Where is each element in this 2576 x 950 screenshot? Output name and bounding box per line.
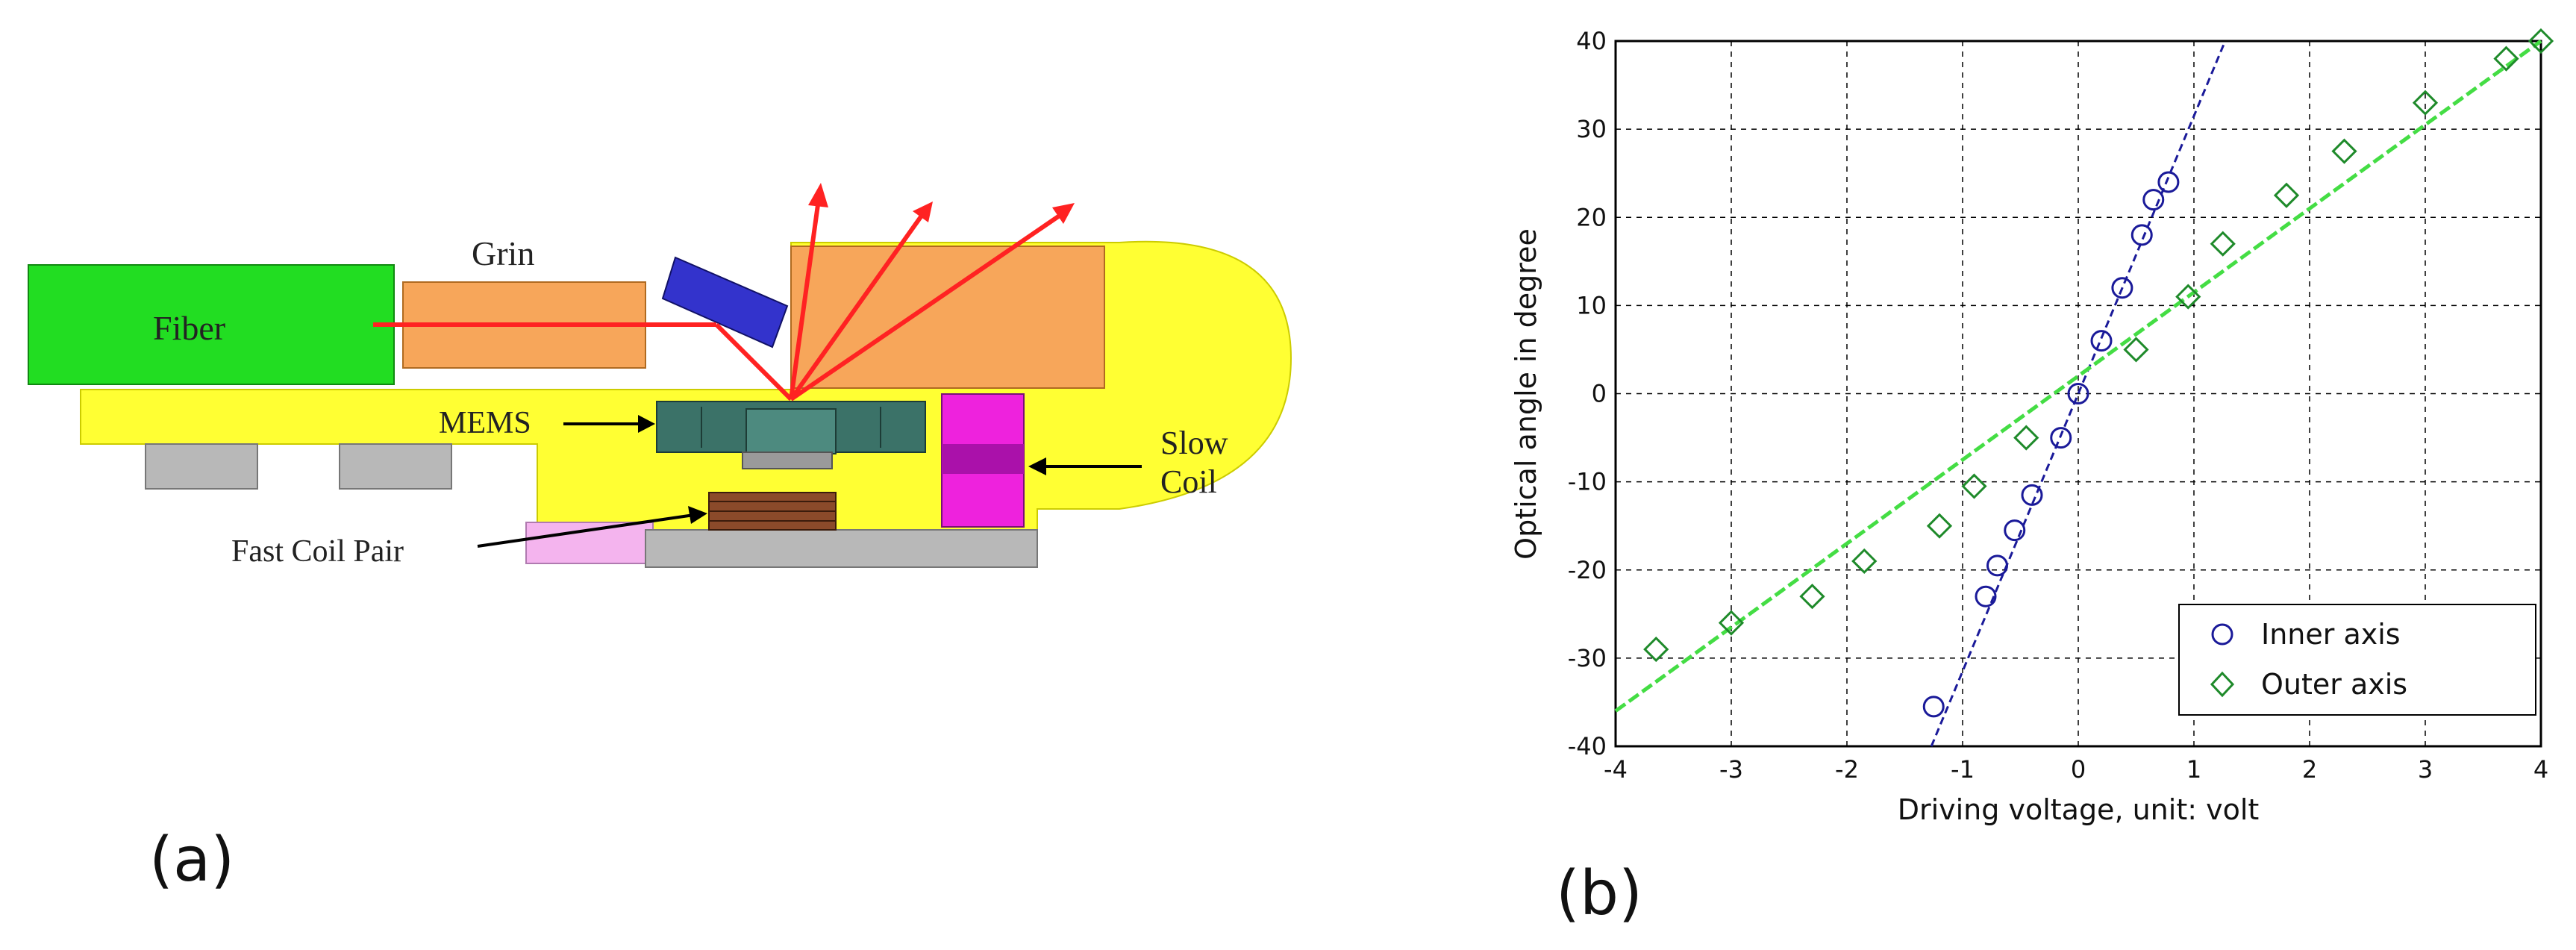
fiber-label: Fiber — [153, 309, 225, 347]
y-tick-label: 0 — [1592, 380, 1607, 408]
fast-coil-arrow — [477, 513, 695, 548]
inner-axis-point — [2157, 171, 2180, 193]
y-tick-label: -20 — [1568, 556, 1607, 584]
x-tick-label: -1 — [1951, 755, 1975, 784]
x-tick-label: -2 — [1835, 755, 1859, 784]
slow-coil-label-line1: Slow — [1160, 425, 1228, 461]
outer-axis-point — [2013, 425, 2039, 451]
inner-axis-point — [2130, 224, 2153, 246]
inner-axis-point — [2111, 277, 2133, 299]
inner-axis-point — [2142, 189, 2165, 211]
x-axis-label: Driving voltage, unit: volt — [1898, 793, 2260, 826]
y-tick-label: 20 — [1576, 203, 1607, 231]
inner-axis-point — [1975, 585, 1997, 607]
fit-lines — [1614, 39, 2542, 747]
fast-coil-label: Fast Coil Pair — [231, 534, 404, 569]
inner-axis-point — [1986, 554, 2008, 577]
data-points — [1643, 28, 2554, 718]
x-tick-label: -3 — [1719, 755, 1743, 784]
y-axis-label: Optical angle in degree — [1510, 228, 1542, 560]
caption-a: (a) — [149, 825, 234, 896]
pink-block — [525, 522, 654, 564]
slow-coil-label-line2: Coil — [1160, 463, 1217, 500]
base-plate — [645, 529, 1038, 568]
outer-axis-point — [2412, 90, 2439, 116]
inner-axis-point — [2050, 427, 2072, 449]
outer-axis-point — [2331, 138, 2357, 164]
outer-axis-point — [1851, 548, 1878, 575]
inner-axis-point — [2021, 484, 2043, 506]
chart-legend: Inner axis Outer axis — [2178, 604, 2536, 716]
y-tick-label: 10 — [1576, 291, 1607, 319]
legend-box — [2178, 604, 2536, 716]
legend-inner-label: Inner axis — [2261, 618, 2401, 651]
y-tick-label: -30 — [1568, 644, 1607, 672]
fiber-block — [28, 264, 395, 385]
outer-axis-point — [2493, 46, 2519, 72]
outer-axis-point — [2175, 284, 2201, 310]
x-tick-label: -4 — [1604, 755, 1628, 784]
outer-axis-point — [2210, 231, 2236, 257]
legend-inner-marker — [2211, 623, 2233, 646]
y-tick-label: -40 — [1568, 732, 1607, 760]
fit-line-inner — [1930, 40, 2227, 747]
outer-axis-point — [1799, 584, 1825, 610]
outer-axis-point — [1926, 513, 1953, 539]
outer-axis-point — [1718, 610, 1745, 636]
inner-axis-point — [2090, 330, 2113, 352]
inner-axis-point — [1922, 696, 1945, 718]
caption-b: (b) — [1556, 858, 1642, 929]
outer-axis-point — [1961, 473, 1987, 499]
x-tick-label: 0 — [2071, 755, 2086, 784]
legend-outer-marker — [2210, 671, 2235, 698]
outer-axis-point — [2123, 337, 2149, 363]
outer-axis-point — [2527, 28, 2554, 54]
fit-line-outer — [1614, 39, 2542, 713]
laser-beams — [373, 193, 1069, 401]
legend-outer-label: Outer axis — [2261, 668, 2407, 701]
leg-right — [339, 443, 452, 490]
x-tick-label: 4 — [2533, 755, 2548, 784]
y-tick-label: 30 — [1576, 115, 1607, 143]
fold-mirror — [661, 256, 789, 349]
chart-grid — [1616, 41, 2541, 746]
y-tick-label: 40 — [1576, 27, 1607, 55]
inner-axis-point — [2004, 519, 2026, 542]
outer-axis-point — [1643, 636, 1669, 663]
mems-label: MEMS — [439, 406, 531, 440]
grin-label: Grin — [472, 234, 534, 272]
outer-axis-point — [2273, 182, 2300, 208]
mems-stub — [742, 451, 833, 469]
inner-axis-point — [2067, 383, 2089, 404]
probe-schematic: Fiber Grin MEMS Fast Coil Pair Slow Coil — [28, 183, 1292, 569]
mems-mirror — [745, 408, 837, 454]
y-tick-label: -10 — [1568, 468, 1607, 496]
x-tick-label: 3 — [2418, 755, 2433, 784]
x-tick-label: 1 — [2186, 755, 2201, 784]
x-tick-label: 2 — [2302, 755, 2317, 784]
leg-left — [145, 443, 258, 490]
